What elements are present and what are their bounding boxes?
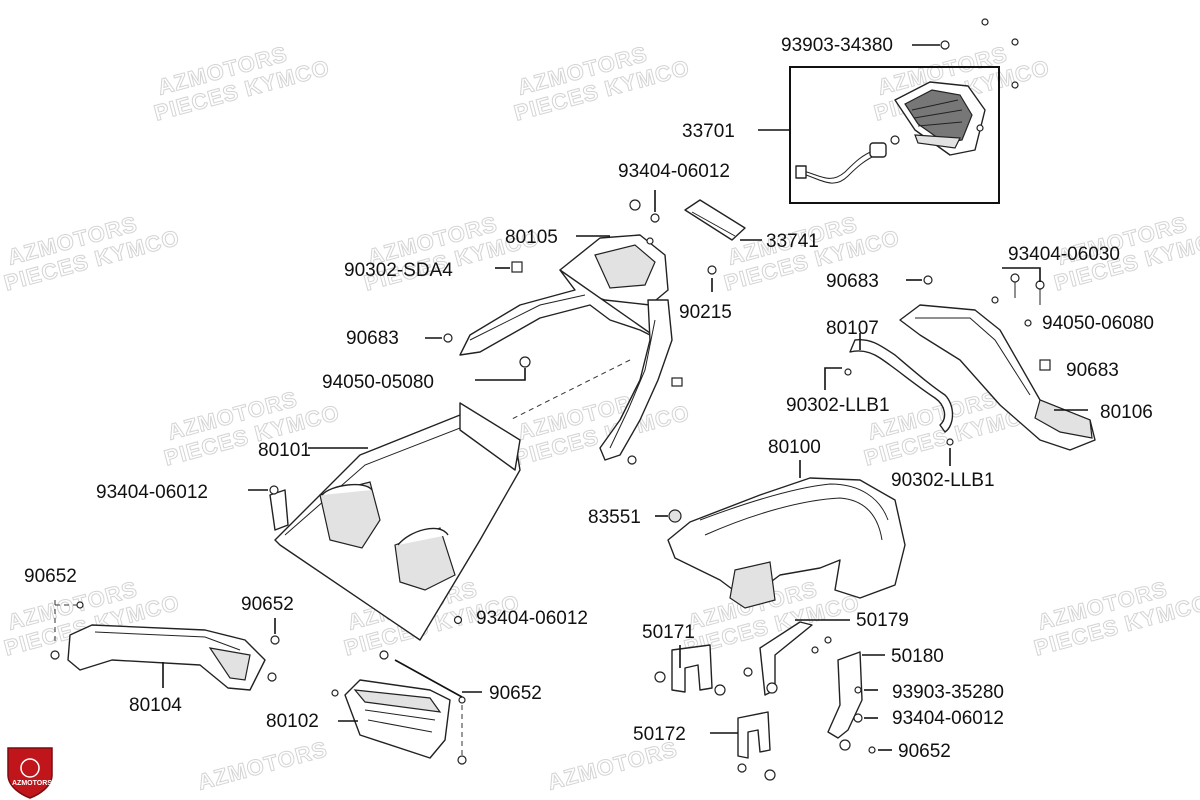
inner-fender-80101 [269, 402, 521, 641]
rear-mudguard-80100 [667, 460, 906, 609]
label-80106: 80106 [1100, 402, 1153, 423]
bracket-left-arm [459, 269, 661, 356]
label-50172: 50172 [633, 724, 686, 745]
bracket-50171 [654, 644, 726, 696]
tail-lamp-reflector [914, 134, 961, 149]
washer-90683-left [425, 333, 453, 343]
label-90683-left: 90683 [346, 328, 399, 349]
bracket-50180 [827, 651, 892, 754]
label-90683-right: 90683 [1066, 360, 1119, 381]
license-bracket-a [671, 644, 713, 693]
label-33701: 33701 [682, 121, 735, 142]
inner-fender-body [274, 414, 521, 641]
bolt-93404-06012-top [629, 190, 660, 223]
label-93404-06012-low: 93404-06012 [476, 608, 588, 629]
label-90652-mid: 90652 [241, 594, 294, 615]
nut-90302-sda4 [495, 261, 523, 273]
label-50179: 50179 [856, 610, 909, 631]
label-80102: 80102 [266, 711, 319, 732]
license-lamp [684, 199, 746, 241]
washer-90683-top [906, 275, 933, 285]
bracket-80104 [50, 600, 280, 691]
label-80101: 80101 [258, 440, 311, 461]
label-90302-llb1-a: 90302-LLB1 [786, 395, 890, 416]
nut-94050-05080 [475, 356, 531, 381]
bulb-socket [869, 142, 887, 158]
shield-icon [7, 747, 53, 799]
connector [795, 165, 807, 179]
label-93903-35280: 93903-35280 [892, 682, 1004, 703]
detail-box [789, 66, 1000, 204]
bracket-50179 [743, 619, 850, 696]
label-33741: 33741 [766, 231, 819, 252]
grommet-83551 [655, 509, 682, 523]
label-80100: 80100 [768, 437, 821, 458]
mudguard-mount [729, 561, 776, 609]
mudguard-body [667, 477, 906, 599]
label-90652-cover: 90652 [489, 683, 542, 704]
license-bracket-b [737, 711, 771, 759]
label-94050-05080: 94050-05080 [322, 372, 434, 393]
bracket-80107 [849, 333, 954, 433]
assembly-guide-line [509, 359, 631, 421]
label-93404-06030: 93404-06030 [1008, 244, 1120, 265]
label-94050-06080: 94050-06080 [1042, 313, 1154, 334]
bolts-93404-06030 [991, 267, 1045, 327]
tail-lamp-lens [904, 89, 973, 144]
watermark-line1: AZMOTORS [195, 736, 330, 795]
tail-light-assembly-33701 [758, 18, 1019, 204]
license-stay [759, 621, 813, 696]
rear-bracket-80105 [459, 234, 683, 465]
label-83551: 83551 [588, 507, 641, 528]
label-80105: 80105 [505, 227, 558, 248]
part-labels: 93903-34380 33701 93404-06012 80105 3374… [24, 35, 1154, 762]
rear-fender-80106 [899, 304, 1096, 451]
label-90302-llb1-b: 90302-LLB1 [891, 470, 995, 491]
logo-text: AZMOTORS [12, 780, 52, 787]
license-stay-right [827, 651, 863, 739]
label-90652-bottom: 90652 [898, 741, 951, 762]
label-50180: 50180 [891, 646, 944, 667]
label-90652-left: 90652 [24, 566, 77, 587]
azmotors-logo: AZMOTORS [7, 747, 53, 799]
label-93404-06012-top: 93404-06012 [618, 161, 730, 182]
label-50171: 50171 [642, 622, 695, 643]
label-80104: 80104 [129, 695, 182, 716]
label-93404-06012-right: 93404-06012 [892, 708, 1004, 729]
bolt-93404-06012-low [453, 615, 463, 625]
bracket-right-arm [599, 299, 673, 461]
nuts-90302-llb1 [824, 367, 954, 466]
label-93903-34380: 93903-34380 [781, 35, 893, 56]
label-90215: 90215 [679, 302, 732, 323]
license-lamp-33741 [684, 199, 762, 241]
label-90302-sda4: 90302-SDA4 [344, 260, 453, 281]
bracket-50172 [710, 711, 776, 781]
bolt-93404-06012-mid [248, 485, 279, 495]
bolt-90215 [707, 265, 717, 292]
cover-80102 [331, 650, 482, 765]
label-90683-top: 90683 [826, 271, 879, 292]
inner-fender-flange [459, 402, 521, 471]
label-93404-06012-mid: 93404-06012 [96, 482, 208, 503]
label-80107: 80107 [826, 318, 879, 339]
